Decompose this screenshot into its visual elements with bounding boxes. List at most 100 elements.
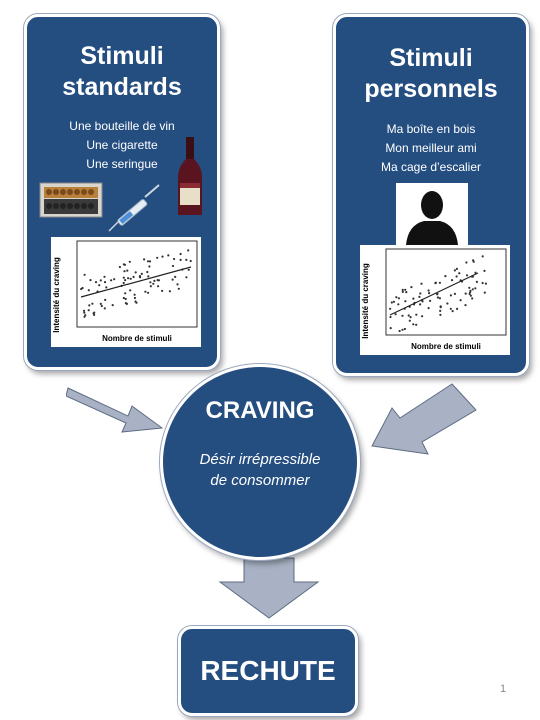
scatter-point bbox=[401, 288, 404, 291]
scatter-point bbox=[469, 291, 472, 294]
scatter-point bbox=[420, 282, 423, 285]
scatter-point bbox=[469, 294, 472, 297]
scatter-point bbox=[146, 260, 150, 263]
scatter-point bbox=[140, 272, 143, 275]
scatter-point bbox=[132, 275, 135, 279]
scatter-point bbox=[87, 289, 90, 292]
scatter-point bbox=[82, 309, 86, 312]
scatter-point bbox=[110, 279, 113, 282]
scatter-point bbox=[418, 295, 421, 298]
arrow-right-to-craving bbox=[371, 383, 477, 455]
scatter-point bbox=[415, 313, 418, 316]
page-number: 1 bbox=[500, 683, 507, 695]
scatter-point bbox=[419, 303, 422, 306]
scatter-point bbox=[483, 269, 486, 272]
scatter-plot-svg: Intensité du craving Nombre de stimuli bbox=[51, 237, 201, 347]
syringe-image bbox=[108, 184, 160, 232]
scatter-point bbox=[122, 276, 125, 279]
scatter-point bbox=[146, 270, 149, 274]
scatter-point bbox=[390, 301, 393, 304]
scatter-point bbox=[113, 278, 116, 281]
scatter-point bbox=[429, 299, 432, 302]
scatter-point bbox=[125, 302, 128, 305]
scatter-point bbox=[409, 316, 412, 319]
scatter-point bbox=[171, 264, 175, 268]
scatter-point bbox=[483, 291, 486, 294]
scatter-point bbox=[128, 260, 131, 263]
scatter-point bbox=[99, 279, 102, 282]
scatter-point bbox=[148, 260, 152, 263]
list-item: Une cigarette bbox=[86, 138, 158, 152]
scatter-point bbox=[103, 281, 107, 284]
scatter-point bbox=[92, 312, 95, 315]
x-axis-label: Nombre de stimuli bbox=[411, 342, 481, 351]
scatter-point bbox=[397, 303, 400, 306]
scatter-point bbox=[410, 286, 413, 289]
scatter-point bbox=[134, 271, 137, 274]
scatter-point bbox=[187, 268, 190, 271]
craving-scatter-plot: Intensité du craving Nombre de stimuli bbox=[51, 237, 201, 347]
scatter-point bbox=[408, 319, 411, 322]
scatter-point bbox=[148, 265, 151, 268]
wine-bottle-image bbox=[178, 137, 202, 215]
scatter-point bbox=[401, 290, 404, 293]
scatter-point bbox=[147, 291, 150, 294]
scatter-point bbox=[438, 297, 441, 300]
scatter-point bbox=[421, 315, 424, 318]
scatter-point bbox=[177, 287, 180, 290]
scatter-point bbox=[468, 286, 471, 289]
scatter-point bbox=[389, 315, 392, 319]
scatter-point bbox=[111, 304, 114, 307]
scatter-point bbox=[103, 307, 106, 310]
scatter-point bbox=[458, 272, 461, 275]
scatter-point bbox=[168, 290, 171, 293]
scatter-point bbox=[471, 297, 474, 300]
scatter-point bbox=[449, 307, 452, 310]
scatter-point bbox=[405, 291, 408, 294]
scatter-point bbox=[444, 275, 447, 278]
craving-title: CRAVING bbox=[205, 397, 315, 424]
arrow-left-to-craving bbox=[66, 387, 164, 433]
plot-frame bbox=[385, 248, 507, 336]
scatter-point bbox=[174, 275, 177, 278]
relapse-label: RECHUTE bbox=[200, 655, 336, 686]
scatter-point bbox=[449, 294, 452, 297]
scatter-point bbox=[439, 313, 442, 316]
title-line2: standards bbox=[62, 73, 182, 101]
craving-scatter-plot: Intensité du craving Nombre de stimuli bbox=[360, 245, 510, 355]
scatter-point bbox=[105, 286, 108, 289]
list-item: Une seringue bbox=[86, 157, 158, 171]
scatter-point bbox=[104, 298, 107, 301]
scatter-point bbox=[395, 296, 398, 299]
scatter-point bbox=[439, 309, 442, 312]
scatter-point bbox=[118, 265, 121, 269]
scatter-point bbox=[407, 314, 410, 317]
scatter-point bbox=[471, 288, 474, 291]
scatter-point bbox=[436, 296, 439, 299]
scatter-point bbox=[100, 304, 103, 308]
scatter-point bbox=[428, 292, 431, 295]
scatter-point bbox=[468, 292, 471, 296]
scatter-point bbox=[152, 282, 155, 285]
trend-line bbox=[389, 272, 479, 316]
scatter-point bbox=[474, 271, 477, 274]
scatter-point bbox=[412, 323, 415, 326]
scatter-point bbox=[389, 307, 392, 310]
scatter-point bbox=[453, 269, 456, 272]
scatter-point bbox=[122, 296, 125, 300]
scatter-point bbox=[129, 289, 132, 292]
x-axis-label: Nombre de stimuli bbox=[102, 334, 172, 343]
standard-stimuli-panel: Stimuli standards Une bouteille de vin U… bbox=[24, 14, 220, 370]
arrow-craving-to-relapse bbox=[218, 557, 320, 619]
scatter-point bbox=[103, 275, 106, 278]
scatter-point bbox=[147, 275, 150, 278]
scatter-point bbox=[389, 327, 392, 330]
scatter-point bbox=[129, 277, 132, 280]
scatter-plot-svg: Intensité du craving Nombre de stimuli bbox=[360, 245, 510, 355]
scatter-point bbox=[161, 255, 164, 258]
scatter-point bbox=[481, 281, 484, 285]
scatter-point bbox=[133, 296, 136, 300]
scatter-point bbox=[149, 281, 152, 284]
scatter-point bbox=[98, 284, 101, 287]
scatter-point bbox=[419, 292, 422, 295]
